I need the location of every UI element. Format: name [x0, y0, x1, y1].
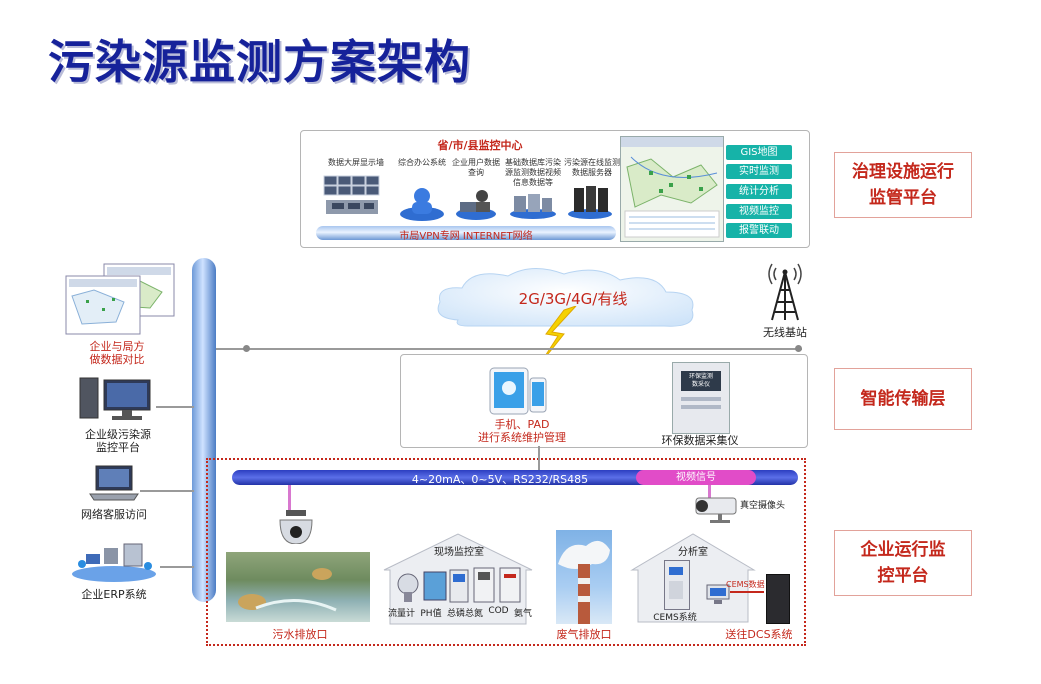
- video-monitor-button[interactable]: 视频监控: [726, 204, 792, 219]
- dcs-label: 送往DCS系统: [725, 628, 793, 641]
- database-icon: [508, 190, 558, 220]
- instrument-cod: COD: [488, 606, 509, 616]
- center-item-video-wall: 数据大屏显示墙: [328, 158, 384, 167]
- gis-map-button[interactable]: GIS地图: [726, 145, 792, 160]
- mobile-maintenance-label: 手机、PAD 进行系统维护管理: [478, 418, 566, 444]
- video-connector: [288, 485, 291, 515]
- sewage-outlet-photo: [226, 552, 370, 622]
- cems-system-label: CEMS系统: [653, 613, 697, 623]
- statistics-button[interactable]: 统计分析: [726, 184, 792, 199]
- network-link-node: [243, 345, 250, 352]
- collector-link-line: [538, 446, 540, 470]
- sewage-outlet-label: 污水排放口: [272, 628, 328, 641]
- enterprise-field-area: [206, 458, 806, 646]
- center-item-database: 基础数据库污染源监测数据视频信息数据等: [505, 158, 561, 187]
- realtime-monitor-button[interactable]: 实时监测: [726, 164, 792, 179]
- cloud-icon: [428, 262, 708, 334]
- smokestack-photo: [556, 530, 612, 624]
- control-room-label: 现场监控室: [434, 547, 484, 558]
- cloud-label: 2G/3G/4G/有线: [518, 290, 628, 308]
- server-icon: [566, 184, 614, 220]
- signal-bus-label: 4~20mA、0~5V、RS232/RS485: [411, 473, 589, 486]
- desktop-pc-icon: [78, 374, 156, 422]
- center-item-office: 综合办公系统: [398, 158, 446, 167]
- gis-map-screenshot: [620, 136, 724, 242]
- video-signal-badge: 视频信号: [636, 470, 756, 485]
- cems-cabinet-icon: [664, 560, 690, 610]
- instrument-ammonia: 氨气: [513, 609, 532, 619]
- user-query-icon: [454, 186, 498, 222]
- network-link-node: [795, 345, 802, 352]
- instrument-tp-tn: 总磷总氮: [446, 609, 483, 619]
- office-system-icon: [398, 182, 446, 222]
- center-network-bar: [316, 226, 616, 240]
- cems-data-label: CEMS数据: [726, 580, 765, 589]
- layer-label-transport: 智能传输层: [834, 368, 972, 430]
- layer-label-governance-text: 治理设施运行监管平台: [852, 162, 954, 208]
- bullet-camera-icon: [690, 494, 744, 524]
- compare-label: 企业与局方 做数据对比: [89, 340, 145, 366]
- enterprise-platform-label: 企业级污染源 监控平台: [85, 428, 151, 454]
- erp-system-icon: [68, 540, 160, 584]
- connector-line: [160, 566, 194, 568]
- layer-label-enterprise-text: 企业运行监控平台: [860, 540, 946, 586]
- computer-icon: [706, 584, 730, 606]
- video-connector: [708, 485, 711, 499]
- video-wall-icon: [322, 174, 382, 220]
- dcs-cabinet-icon: [766, 574, 790, 624]
- layer-label-enterprise: 企业运行监控平台: [834, 530, 972, 596]
- waste-gas-outlet-label: 废气排放口: [556, 628, 612, 641]
- instrument-flowmeter: 流量计: [388, 609, 416, 619]
- dome-camera-icon: [276, 510, 316, 545]
- center-item-user-query: 企业用户数据查询: [452, 158, 500, 177]
- page-title: 污染源监测方案架构: [48, 35, 471, 89]
- online-service-label: 网络客服访问: [81, 508, 147, 521]
- alarm-linkage-button[interactable]: 报警联动: [726, 223, 792, 238]
- instruments-icon: [394, 566, 524, 604]
- data-collector-icon: 环保监测 数采仪: [672, 362, 730, 434]
- backbone-pipe: [192, 258, 216, 602]
- base-station-label: 无线基站: [763, 326, 807, 339]
- instrument-ph: PH值: [420, 609, 442, 619]
- analysis-room-label: 分析室: [678, 547, 708, 558]
- data-collector-label: 环保数据采集仪: [661, 434, 739, 447]
- network-link-line: [214, 348, 802, 350]
- tablet-phone-icon: [488, 366, 550, 416]
- center-item-server: 污染源在线监测数据服务器: [564, 158, 620, 177]
- cems-data-arrow: [730, 591, 764, 593]
- instrument-labels: 流量计 PH值 总磷总氮 COD 氨气: [388, 606, 532, 619]
- transport-panel: [400, 354, 808, 448]
- erp-label: 企业ERP系统: [81, 588, 147, 601]
- layer-label-transport-text: 智能传输层: [860, 389, 946, 409]
- lightning-icon: [536, 305, 582, 365]
- connector-line: [156, 406, 194, 408]
- connector-line: [140, 490, 194, 492]
- analysis-room-house: [628, 530, 758, 624]
- center-network-label: 市局VPN专网 INTERNET网络: [399, 231, 533, 242]
- layer-label-governance: 治理设施运行监管平台: [834, 152, 972, 218]
- base-station-icon: [764, 262, 806, 322]
- vacuum-camera-label: 真空摄像头: [740, 501, 786, 511]
- compare-screens-icon: [64, 262, 176, 340]
- data-collector-screen: 环保监测 数采仪: [681, 371, 721, 391]
- monitoring-center-heading: 省/市/县监控中心: [437, 139, 523, 152]
- laptop-icon: [88, 464, 140, 502]
